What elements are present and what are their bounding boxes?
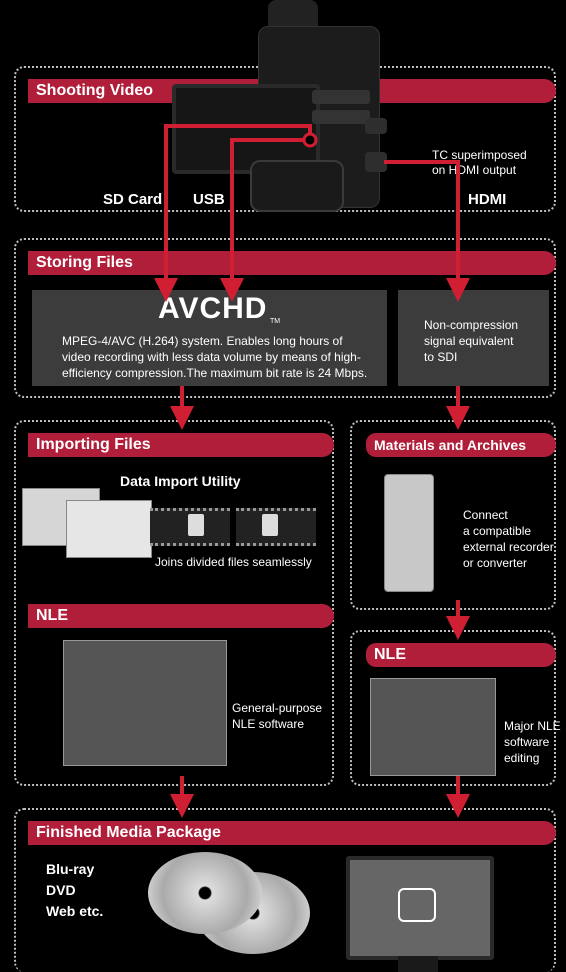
nle-left-description: General-purpose NLE software <box>232 701 323 731</box>
recorder-device <box>384 474 434 592</box>
importing-files-title: Importing Files <box>28 433 334 457</box>
play-button-icon <box>398 888 436 922</box>
avchd-tm: TM <box>270 318 281 325</box>
joins-divided-files-caption: Joins divided files seamlessly <box>155 555 312 569</box>
sd-card-label: SD Card <box>103 191 163 208</box>
materials-archives-title: Materials and Archives <box>366 433 556 457</box>
utility-window-front <box>66 500 152 558</box>
usb-label: USB <box>193 191 225 208</box>
finished-media-section <box>14 808 556 972</box>
tc-superimposed-note: TC superimposed on HDMI output <box>432 148 527 177</box>
avchd-description: MPEG-4/AVC (H.264) system. Enables long … <box>62 334 368 380</box>
disc-icon-front <box>148 852 262 934</box>
sd-card-icon-right <box>262 514 278 536</box>
nle-left-screenshot <box>63 640 227 766</box>
media-web: Web etc. <box>46 903 104 919</box>
camera-usb-port <box>365 118 387 134</box>
hdmi-label: HDMI <box>468 191 507 208</box>
camera-side-panel <box>250 160 344 212</box>
nle-right-description: Major NLE software editing <box>504 719 561 765</box>
avchd-box <box>32 290 387 386</box>
nle-left-title: NLE <box>28 604 334 628</box>
nle-right-screenshot <box>370 678 496 776</box>
hdmi-flow-line <box>384 160 470 302</box>
camera-lcd-screen <box>172 84 320 174</box>
finished-media-title: Finished Media Package <box>28 821 556 845</box>
media-dvd: DVD <box>46 882 76 898</box>
data-import-utility-title: Data Import Utility <box>120 473 241 489</box>
sd-card-flow-line <box>154 124 312 302</box>
camera-hdmi-port <box>365 152 387 172</box>
usb-flow-line <box>220 138 310 302</box>
camera-buttons <box>312 90 370 104</box>
storing-files-title: Storing Files <box>28 251 556 275</box>
nle-right-title: NLE <box>366 643 556 667</box>
storing-files-section <box>14 238 556 398</box>
sd-card-icon-left <box>188 514 204 536</box>
archives-description: Connect a compatible external recorder o… <box>463 508 554 570</box>
sdi-description: Non-compression signal equivalent to SDI <box>424 318 519 364</box>
media-blu-ray: Blu-ray <box>46 861 95 877</box>
camera-buttons-row2 <box>312 110 370 124</box>
sdi-box <box>398 290 549 386</box>
usb-flow-node <box>302 132 318 148</box>
camera-illustration <box>172 0 400 212</box>
monitor-stand-icon <box>398 956 438 972</box>
